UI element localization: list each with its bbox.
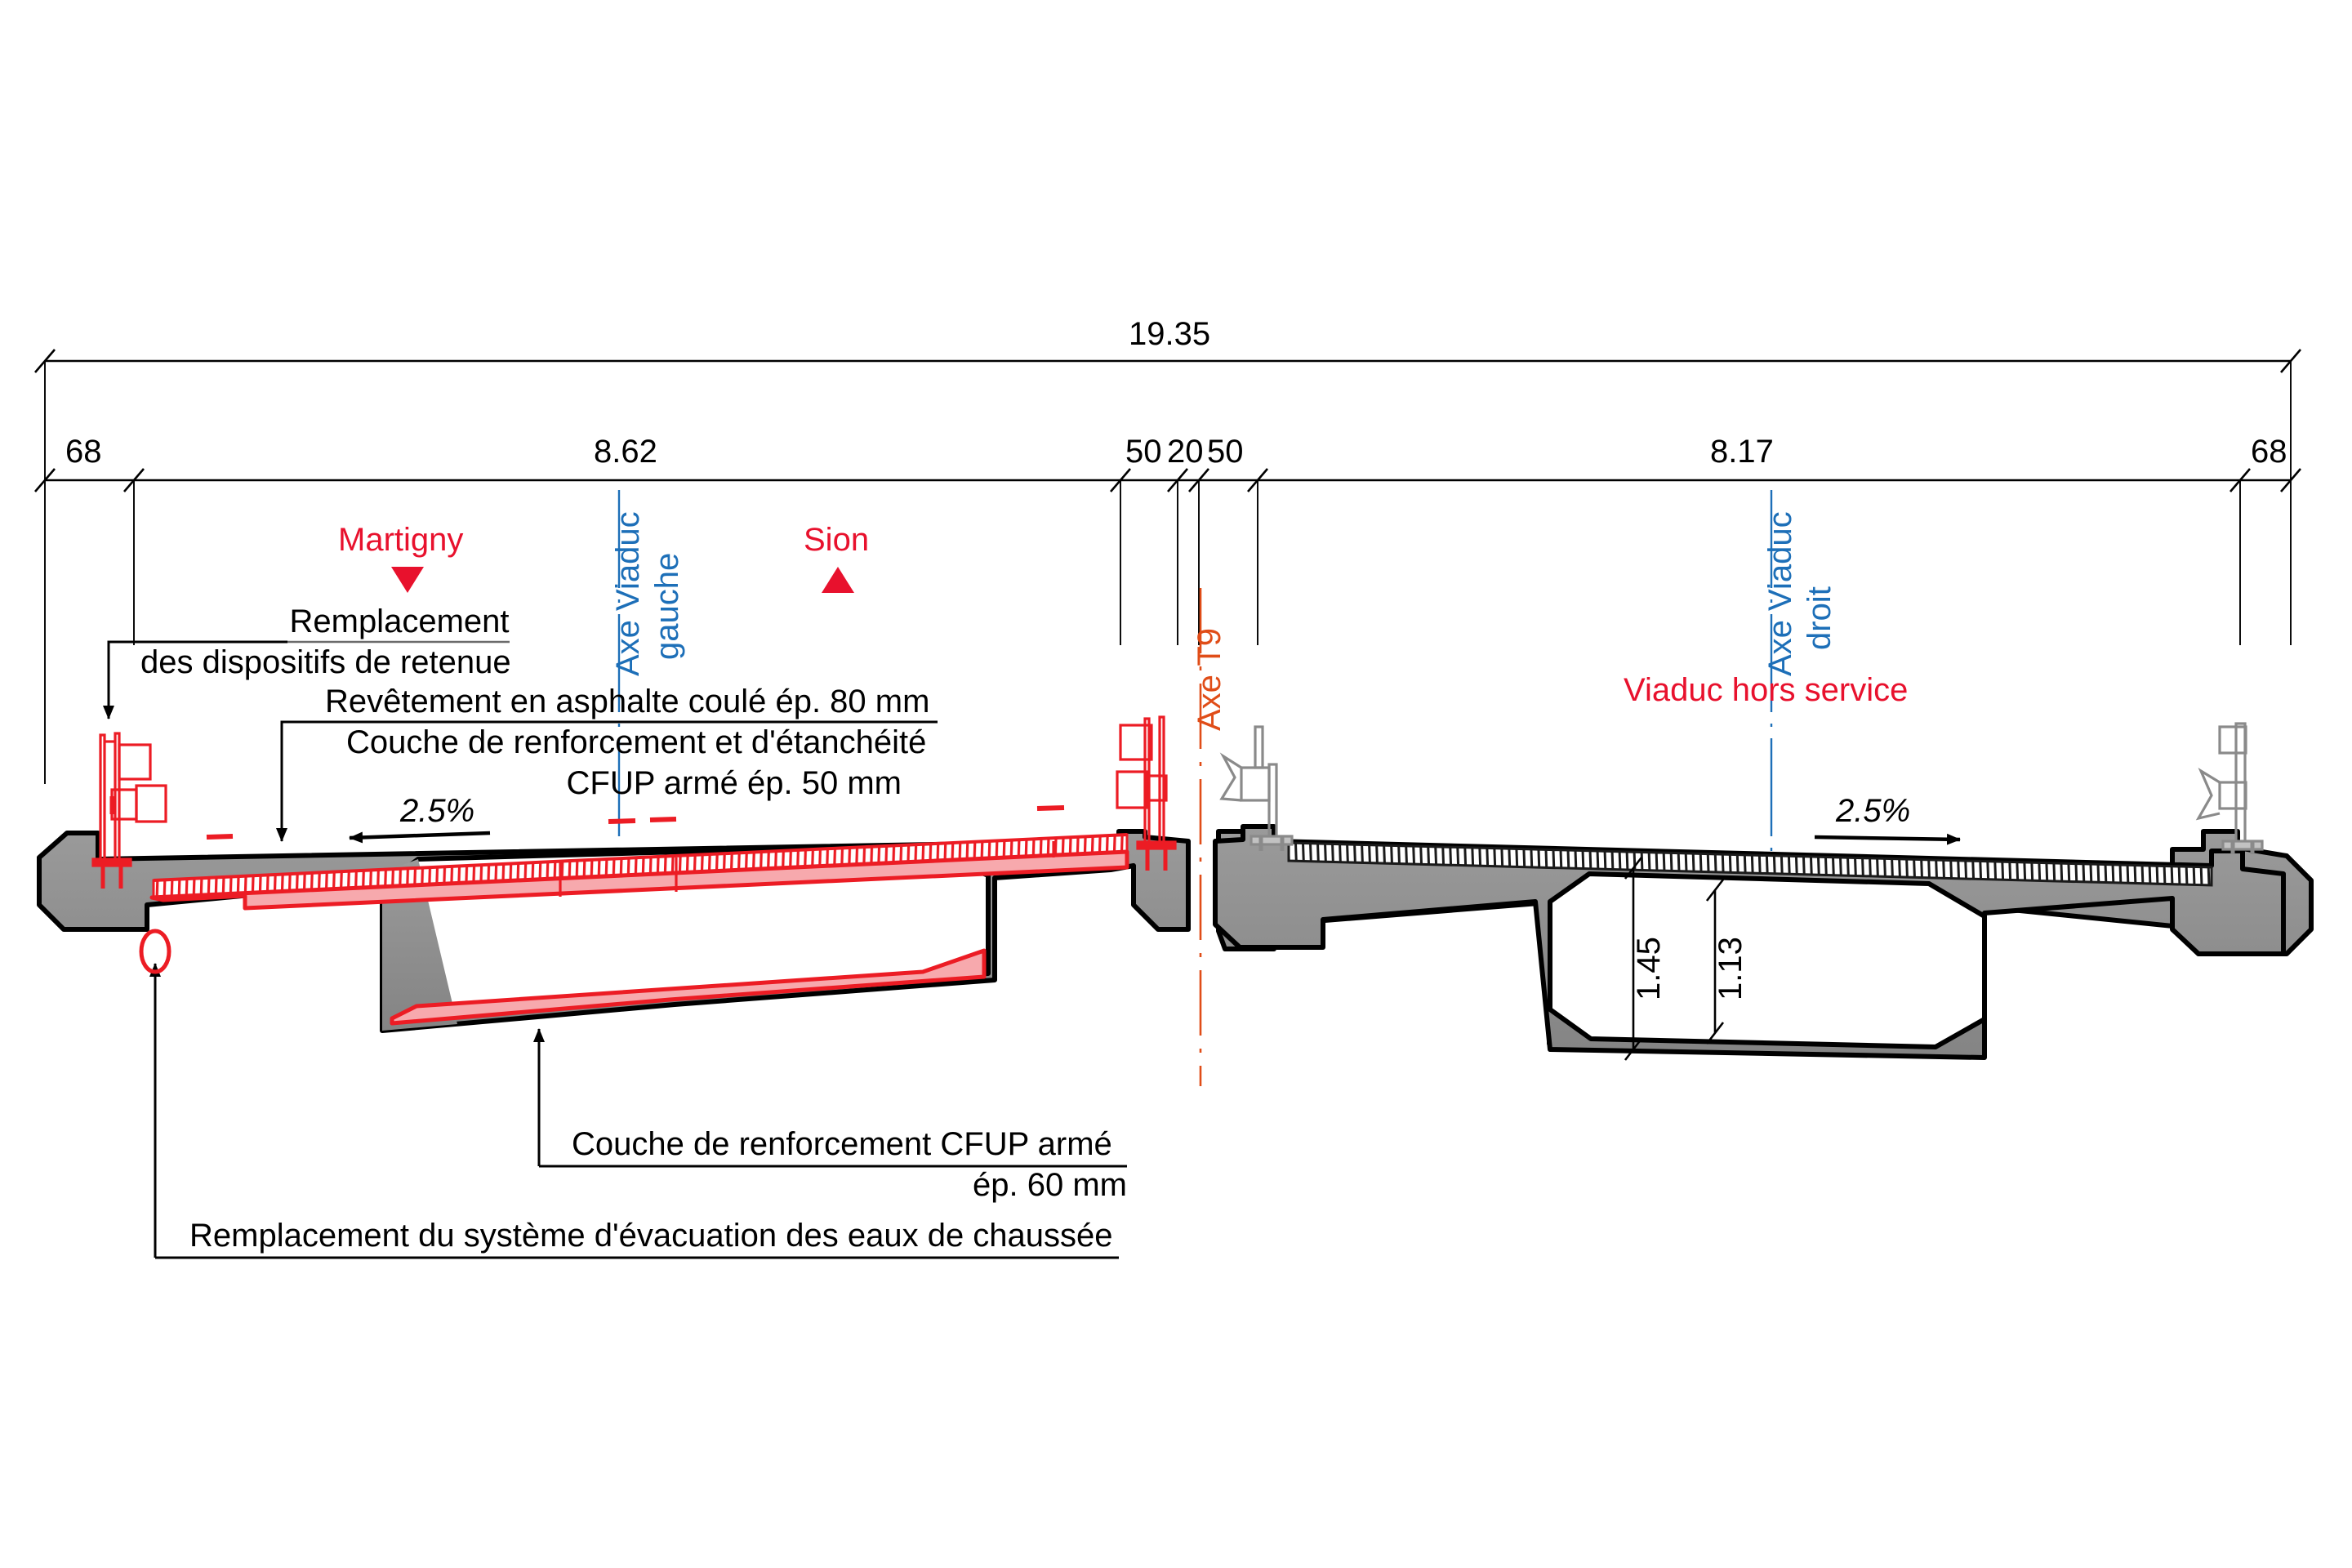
slope-label-right: 2.5%: [1836, 793, 1911, 829]
left-bridge-girder-webs: [345, 859, 457, 1031]
slope-arrow-left: [349, 831, 491, 844]
leader-revetement: [276, 720, 938, 842]
axis-label-viaduc-droit-line1: Axe Viaduc: [1762, 511, 1798, 676]
left-guardrail-red: [91, 732, 167, 889]
left-bridge-soffit-cfup-layer: [390, 948, 987, 1026]
axis-label-viaduc-gauche-line1: Axe Viaduc: [610, 511, 646, 676]
status-viaduc-hors-service: Viaduc hors service: [1624, 672, 1909, 708]
annotation-revetement-line3: CFUP armé ép. 50 mm: [566, 765, 902, 801]
leader-drainage: [149, 963, 1119, 1259]
annotation-soffit-line2: ép. 60 mm: [973, 1167, 1127, 1203]
traffic-label-sion: Sion: [804, 522, 870, 558]
sion-direction-triangle: [822, 567, 854, 593]
right-girder-depth-dims: [1624, 857, 1725, 1061]
dimension-line-total: [34, 349, 2301, 480]
right-edge-guardrail-steel: [2195, 722, 2264, 854]
axis-label-t9: Axe T9: [1192, 628, 1227, 731]
dim-segment-20-joint: 20: [1167, 434, 1204, 470]
left-deck-cfup-asphalt-layer: [149, 833, 1129, 911]
traffic-label-martigny: Martigny: [338, 522, 464, 558]
axis-label-viaduc-droit-line2: droit: [1802, 586, 1838, 650]
right-guardrail-steel: [1219, 725, 1294, 851]
dim-segment-left-overhang: 68: [65, 434, 102, 470]
dim-segment-right-overhang: 68: [2251, 434, 2287, 470]
left-inner-guardrail-red: [1116, 715, 1177, 871]
annotation-retenue-line1: Remplacement: [289, 604, 510, 639]
annotation-revetement-line2: Couche de renforcement et d'étanchéité: [346, 724, 927, 760]
dim-girder-depth-113: 1.13: [1713, 937, 1748, 1000]
dim-segment-left-deck: 8.62: [594, 434, 657, 470]
dim-total-label: 19.35: [1129, 316, 1211, 352]
left-deck-red-tickmarks: [559, 841, 1055, 897]
left-deck-red-dashes: [206, 805, 1065, 840]
axis-label-viaduc-gauche-line2: gauche: [649, 552, 685, 660]
dim-segment-50-left: 50: [1125, 434, 1162, 470]
right-bridge-outline: [1213, 824, 2286, 1060]
leader-soffit-cfup: [533, 1028, 1127, 1168]
annotation-retenue-line2: des dispositifs de retenue: [140, 644, 511, 680]
annotation-soffit-line1: Couche de renforcement CFUP armé: [572, 1126, 1112, 1162]
leader-retenue: [103, 640, 287, 719]
drainage-outlet-symbol: [139, 929, 172, 974]
dimension-line-segments: [34, 468, 2301, 784]
dim-segment-50-right: 50: [1207, 434, 1244, 470]
slope-arrow-right: [1814, 833, 1961, 845]
dim-segment-right-deck: 8.17: [1710, 434, 1774, 470]
annotation-revetement-line1: Revêtement en asphalte coulé ép. 80 mm: [325, 684, 930, 719]
annotation-underlines: [287, 640, 510, 644]
annotation-drainage-line1: Remplacement du système d'évacuation des…: [189, 1218, 1113, 1254]
martigny-direction-triangle: [391, 567, 424, 593]
right-deck-asphalt-layer: [1287, 841, 2213, 887]
dim-girder-depth-145: 1.45: [1631, 937, 1667, 1000]
slope-label-left: 2.5%: [400, 793, 475, 829]
